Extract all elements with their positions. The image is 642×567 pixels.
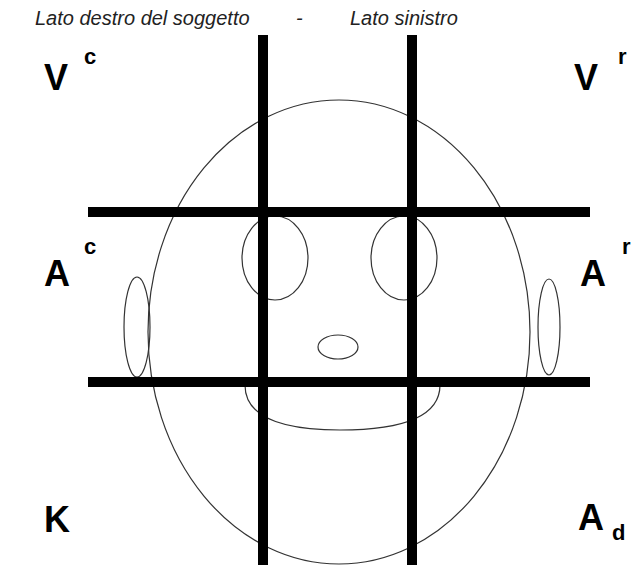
region-index: d <box>612 522 625 544</box>
region-letter: K <box>44 502 70 538</box>
mouth <box>318 335 358 359</box>
region-letter: V <box>574 60 598 96</box>
grid-line <box>88 207 590 217</box>
region-index: c <box>84 46 96 68</box>
grid-line <box>407 35 417 565</box>
right-eye <box>242 216 308 300</box>
left-eye <box>371 216 437 300</box>
side-heading: Lato sinistro <box>350 8 458 28</box>
head-outline <box>148 100 530 564</box>
grid-line <box>258 35 268 565</box>
grid-line <box>88 377 590 387</box>
region-letter: V <box>44 60 68 96</box>
separator: - <box>296 8 303 28</box>
left-ear <box>538 279 560 375</box>
region-letter: A <box>578 500 604 536</box>
region-letter: A <box>44 256 70 292</box>
region-letter: A <box>580 256 606 292</box>
region-index: c <box>84 236 96 258</box>
region-index: r <box>622 236 631 258</box>
side-heading: Lato destro del soggetto <box>35 8 250 28</box>
right-ear <box>124 277 150 377</box>
region-index: r <box>618 46 627 68</box>
